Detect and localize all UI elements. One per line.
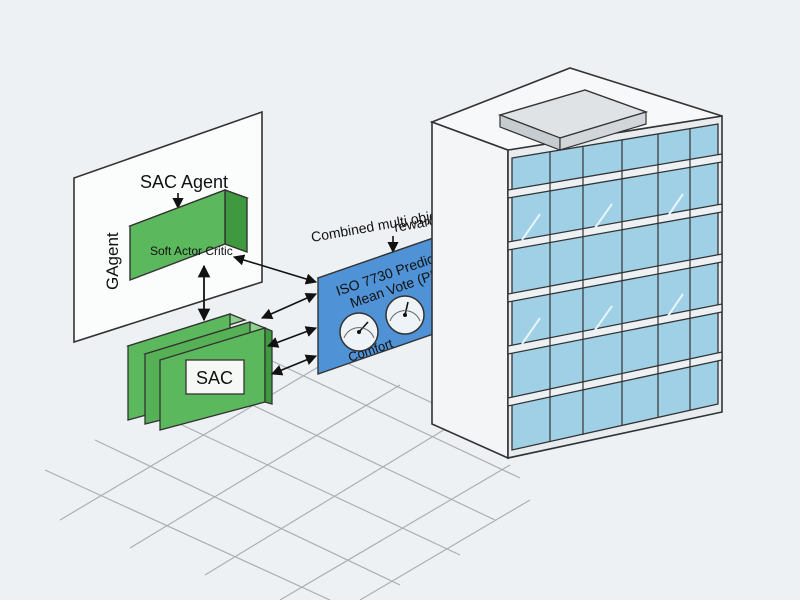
agent-side-label: GAgent <box>103 232 122 290</box>
connector-arrows <box>232 254 318 376</box>
office-building <box>429 67 723 460</box>
actor-critic-label: Soft Actor Critic <box>150 244 233 258</box>
actor-critic-block <box>127 188 250 282</box>
agent-title: SAC Agent <box>140 172 228 192</box>
gauge-icon <box>385 295 425 335</box>
sac-label-box <box>185 359 245 395</box>
floor-grid <box>44 354 531 600</box>
sac-label: SAC <box>196 368 233 388</box>
sac-block-stack <box>126 313 273 431</box>
gauge-icon <box>339 312 379 352</box>
reward-label-line2: reward <box>393 212 438 235</box>
